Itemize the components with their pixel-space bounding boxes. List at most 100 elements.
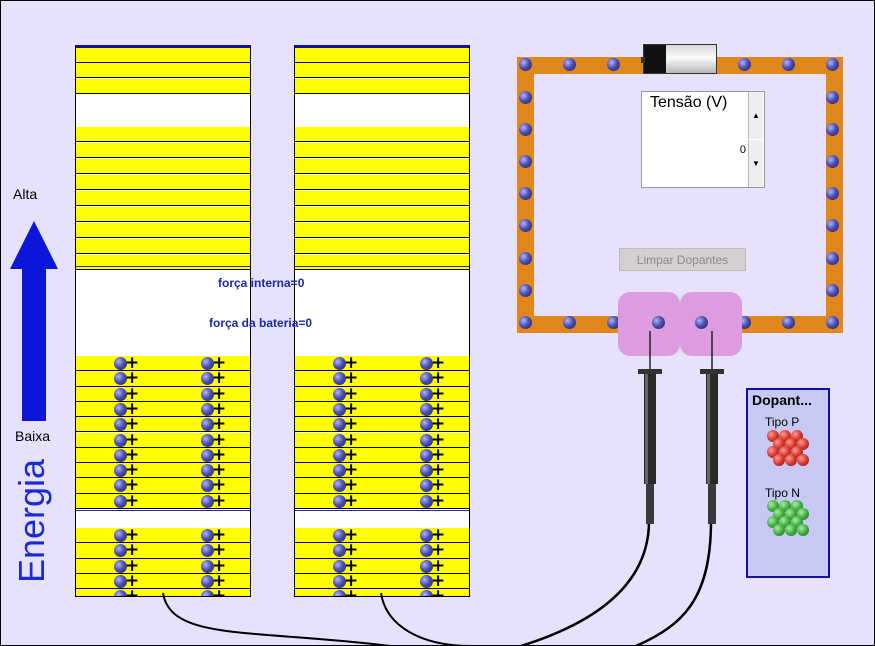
electron-icon bbox=[420, 387, 433, 401]
electron-icon bbox=[201, 464, 214, 478]
voltmeter-probe-right-icon[interactable] bbox=[699, 331, 725, 526]
p-type-label: Tipo P bbox=[765, 415, 800, 429]
energy-band bbox=[76, 223, 250, 238]
electron-icon bbox=[114, 529, 127, 542]
hole-plus-icon: + bbox=[344, 414, 359, 435]
energy-band bbox=[295, 175, 469, 190]
hole-plus-icon: + bbox=[431, 475, 446, 496]
hole-plus-icon: + bbox=[125, 383, 140, 404]
electron-icon bbox=[201, 402, 214, 416]
clear-dopants-button[interactable]: Limpar Dopantes bbox=[619, 248, 746, 271]
hole-plus-icon: + bbox=[212, 555, 227, 576]
hole-plus-icon: + bbox=[431, 540, 446, 561]
energy-band bbox=[295, 239, 469, 254]
electron-icon bbox=[420, 418, 433, 432]
circuit-electron-icon bbox=[826, 187, 839, 200]
hole-plus-icon: + bbox=[431, 398, 446, 419]
voltage-increase-button[interactable]: ▲ bbox=[748, 92, 763, 139]
battery-icon[interactable] bbox=[641, 44, 717, 74]
energy-band bbox=[295, 207, 469, 222]
hole-plus-icon: + bbox=[125, 586, 140, 597]
hole-plus-icon: + bbox=[431, 383, 446, 404]
energy-band bbox=[76, 207, 250, 222]
hole-plus-icon: + bbox=[344, 429, 359, 450]
band-edge-line bbox=[295, 510, 469, 511]
hole-plus-icon: + bbox=[212, 353, 227, 373]
electron-icon bbox=[114, 433, 127, 447]
hole-plus-icon: + bbox=[344, 398, 359, 419]
hole-plus-icon: + bbox=[344, 490, 359, 511]
dopant-atom-icon bbox=[797, 454, 809, 466]
circuit-electron-icon bbox=[519, 187, 532, 200]
energy-high-label: Alta bbox=[13, 186, 38, 202]
circuit-electron-icon bbox=[563, 58, 576, 71]
hole-plus-icon: + bbox=[212, 429, 227, 450]
electron-icon bbox=[333, 529, 346, 542]
voltage-title: Tensão (V) bbox=[650, 94, 728, 111]
electron-icon bbox=[201, 544, 214, 558]
energy-band bbox=[76, 127, 250, 142]
energy-band bbox=[295, 223, 469, 238]
hole-plus-icon: + bbox=[212, 383, 227, 404]
voltmeter-probe-left-icon[interactable] bbox=[637, 331, 663, 526]
hole-plus-icon: + bbox=[431, 368, 446, 389]
hole-plus-icon: + bbox=[344, 475, 359, 496]
hole-plus-icon: + bbox=[125, 570, 140, 591]
hole-plus-icon: + bbox=[212, 444, 227, 465]
electron-icon bbox=[114, 590, 127, 596]
circuit-electron-icon bbox=[826, 58, 839, 71]
circuit-electron-icon bbox=[519, 58, 532, 71]
hole-plus-icon: + bbox=[212, 525, 227, 545]
circuit-electron-icon bbox=[826, 91, 839, 104]
electron-icon bbox=[201, 559, 214, 573]
electron-icon bbox=[114, 372, 127, 386]
electron-icon bbox=[201, 494, 214, 508]
energy-band bbox=[76, 143, 250, 158]
energy-band bbox=[295, 159, 469, 174]
electron-icon bbox=[333, 433, 346, 447]
circuit-electron-icon bbox=[826, 316, 839, 329]
electron-icon bbox=[114, 402, 127, 416]
circuit-electron-icon bbox=[607, 58, 620, 71]
hole-plus-icon: + bbox=[125, 540, 140, 561]
band-edge-line bbox=[76, 510, 250, 511]
hole-plus-icon: + bbox=[212, 570, 227, 591]
n-type-dopant[interactable] bbox=[767, 500, 815, 544]
energy-band bbox=[295, 143, 469, 158]
electron-icon bbox=[114, 494, 127, 508]
hole-plus-icon: + bbox=[431, 555, 446, 576]
hole-plus-icon: + bbox=[431, 570, 446, 591]
hole-plus-icon: + bbox=[212, 540, 227, 561]
voltage-value[interactable]: 0 bbox=[739, 144, 746, 156]
contact-pad-left bbox=[618, 292, 680, 356]
circuit-electron-icon bbox=[826, 252, 839, 265]
electron-icon bbox=[333, 357, 346, 370]
hole-plus-icon: + bbox=[344, 570, 359, 591]
hole-plus-icon: + bbox=[431, 414, 446, 435]
hole-plus-icon: + bbox=[212, 460, 227, 481]
hole-plus-icon: + bbox=[431, 429, 446, 450]
band-column-left[interactable]: ++++++++++++++++++++++++++++++ bbox=[75, 45, 251, 597]
electron-icon bbox=[201, 574, 214, 588]
p-type-dopant[interactable] bbox=[767, 430, 815, 474]
energy-band bbox=[295, 63, 469, 78]
electron-icon bbox=[201, 387, 214, 401]
hole-plus-icon: + bbox=[344, 383, 359, 404]
energy-arrow-icon bbox=[10, 221, 58, 421]
energy-band bbox=[76, 239, 250, 254]
electron-icon bbox=[333, 402, 346, 416]
dopant-atom-icon bbox=[797, 524, 809, 536]
circuit-electron-icon bbox=[519, 155, 532, 168]
electron-icon bbox=[420, 559, 433, 573]
electron-icon bbox=[420, 544, 433, 558]
circuit-electron-icon bbox=[782, 316, 795, 329]
electron-icon bbox=[333, 448, 346, 462]
voltage-decrease-button[interactable]: ▼ bbox=[748, 140, 763, 187]
circuit-electron-icon bbox=[563, 316, 576, 329]
electron-icon bbox=[201, 433, 214, 447]
band-column-right[interactable]: ++++++++++++++++++++++++++++++ bbox=[294, 45, 470, 597]
internal-force-text: força interna=0 bbox=[218, 276, 305, 290]
circuit-electron-icon bbox=[519, 284, 532, 297]
energy-band bbox=[76, 48, 250, 63]
